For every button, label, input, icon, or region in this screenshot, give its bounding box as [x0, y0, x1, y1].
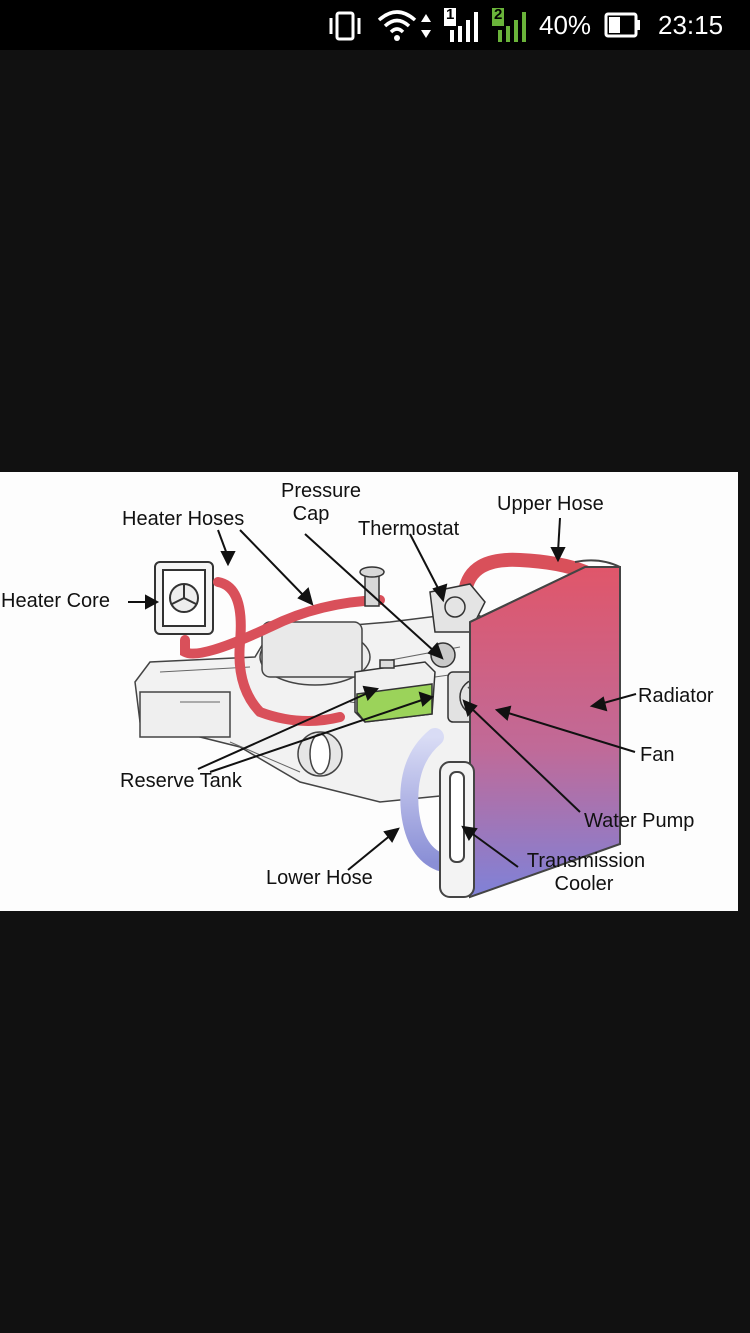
data-arrows-icon [421, 14, 431, 38]
upper-hose [458, 552, 592, 599]
image-viewer[interactable]: Heater Hoses Pressure Cap Thermostat Upp… [0, 50, 750, 1333]
engine-block [134, 611, 531, 803]
label-pressure-cap-line2: Cap [292, 503, 330, 525]
radiator-drawing [439, 559, 621, 899]
label-transmission-cooler-line2: Cooler [554, 873, 614, 895]
label-water-pump: Water Pump [584, 810, 695, 832]
status-bar: 1 2 40% 23:15 [0, 0, 750, 50]
label-radiator: Radiator [638, 685, 714, 707]
battery-icon [604, 12, 640, 38]
label-heater-core: Heater Core [1, 590, 110, 612]
diagram-drawing [128, 517, 637, 899]
sim2-label: 2 [494, 6, 503, 23]
clock: 23:15 [658, 10, 724, 40]
label-pressure-cap-line1: Pressure [280, 480, 362, 502]
sim1-label: 1 [446, 6, 455, 23]
heater-core [154, 561, 214, 635]
signal-sim2-icon: 2 [490, 0, 530, 50]
lower-hose [400, 728, 449, 871]
vibrate-icon [329, 11, 361, 41]
cooling-system-diagram[interactable]: Heater Hoses Pressure Cap Thermostat Upp… [0, 472, 738, 911]
label-thermostat: Thermostat [358, 518, 460, 540]
label-fan: Fan [640, 744, 675, 766]
label-upper-hose: Upper Hose [497, 493, 604, 515]
leader-lines [128, 517, 637, 871]
label-reserve-tank: Reserve Tank [120, 770, 242, 792]
label-transmission-cooler-line1: Transmission [526, 850, 646, 872]
signal-sim1-icon: 1 [442, 0, 482, 50]
heater-hoses [180, 577, 385, 726]
label-lower-hose: Lower Hose [266, 867, 373, 889]
battery-percent: 40% [539, 10, 592, 40]
wifi-icon [377, 10, 417, 41]
label-heater-hoses: Heater Hoses [122, 508, 245, 530]
reserve-tank-drawing [354, 659, 436, 723]
